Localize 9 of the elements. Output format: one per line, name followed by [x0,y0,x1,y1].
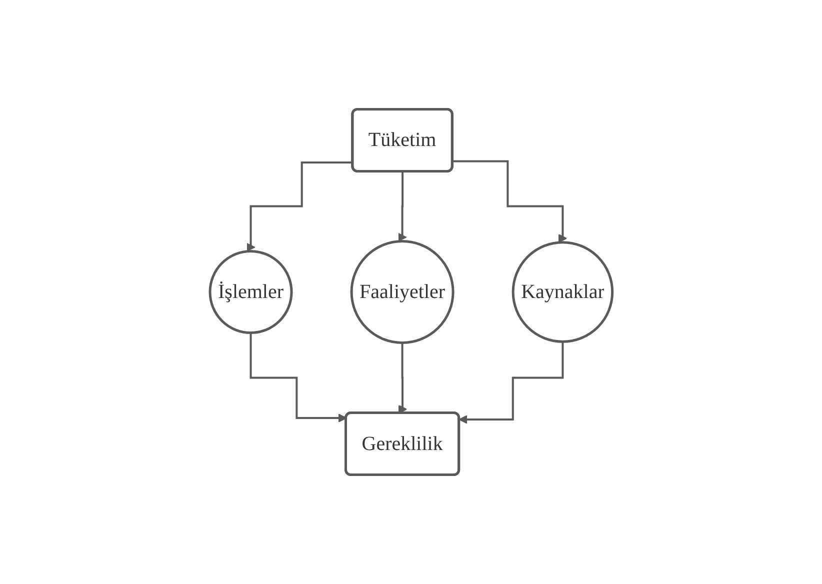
arrow [452,160,567,243]
node-circle: Faaliyetler [350,240,454,344]
arrow [398,342,407,414]
arrow [398,170,406,242]
arrow [246,161,353,252]
node-circle: İşlemler [208,250,293,334]
arrow [250,332,347,422]
node-circle: Kaynaklar [512,241,614,343]
arrow [458,340,564,424]
